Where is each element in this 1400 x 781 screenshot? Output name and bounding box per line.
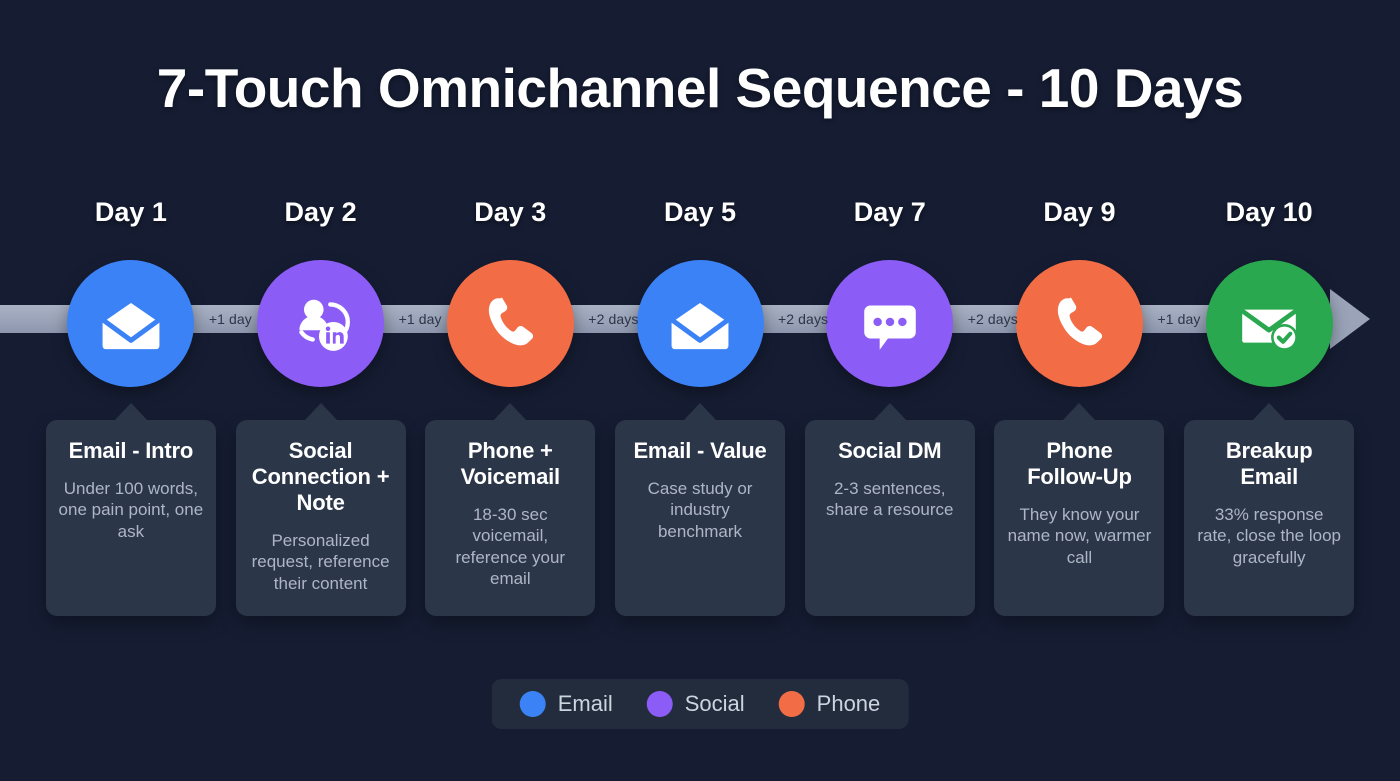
- email-send-icon: [665, 289, 735, 359]
- legend-color-dot: [646, 691, 673, 717]
- legend-color-dot: [519, 691, 546, 717]
- step-node-phone[interactable]: [446, 260, 574, 387]
- chat-bubble-dots-icon: [857, 291, 923, 357]
- legend-item-email[interactable]: Email: [519, 691, 613, 717]
- day-label: Day 3: [474, 197, 547, 227]
- step-node-linkedin-connection[interactable]: [257, 260, 385, 387]
- legend-item-phone[interactable]: Phone: [778, 691, 881, 717]
- card-description: 33% response rate, close the loop gracef…: [1197, 504, 1341, 567]
- legend-color-dot: [778, 691, 805, 717]
- card-title: Phone + Voicemail: [460, 438, 560, 489]
- step-node-email-check[interactable]: [1205, 260, 1333, 387]
- legend-item-social[interactable]: Social: [646, 691, 745, 717]
- step-node-email-send[interactable]: [67, 260, 195, 387]
- card-pointer: [1062, 403, 1097, 421]
- card-pointer: [113, 403, 148, 421]
- card-title: Phone Follow-Up: [1027, 438, 1132, 489]
- day-label: Day 9: [1043, 197, 1116, 227]
- gap-label: +2 days: [967, 311, 1018, 327]
- step-node-phone[interactable]: [1015, 260, 1143, 387]
- card-title: Social DM: [838, 438, 942, 463]
- card-description: They know your name now, warmer call: [1007, 504, 1152, 567]
- card-pointer: [683, 403, 718, 421]
- legend-label: Email: [557, 691, 613, 716]
- timeline-step-7[interactable]: Day 10 Breakup Email 33% response rate, cl…: [1174, 196, 1364, 626]
- step-node-chat-bubble-dots[interactable]: [826, 260, 954, 387]
- email-check-icon: [1236, 291, 1302, 357]
- legend: Email Social Phone: [491, 679, 909, 729]
- linkedin-connection-icon: [288, 291, 354, 357]
- card-pointer: [1252, 403, 1287, 421]
- card-description: 2-3 sentences, share a resource: [825, 478, 954, 520]
- card-description: Personalized request, reference their co…: [251, 530, 390, 593]
- gap-label: +1 day: [1157, 311, 1201, 327]
- card-description: Under 100 words, one pain point, one ask: [58, 478, 204, 541]
- card-title: Email - Value: [633, 438, 767, 463]
- day-label: Day 1: [94, 197, 167, 227]
- phone-icon: [1046, 291, 1112, 357]
- day-label: Day 2: [284, 197, 357, 227]
- card-pointer: [872, 403, 907, 421]
- phone-icon: [477, 291, 543, 357]
- timeline-arrow-icon: [1330, 289, 1370, 349]
- card-title: Email - Intro: [68, 438, 194, 463]
- gap-label: +2 days: [588, 311, 639, 327]
- day-label: Day 7: [853, 197, 926, 227]
- legend-label: Phone: [816, 691, 881, 716]
- email-send-icon: [96, 289, 166, 359]
- step-card[interactable]: Social DM 2-3 sentences, share a resource: [804, 403, 975, 616]
- day-label: Day 10: [1225, 197, 1313, 227]
- card-pointer: [493, 403, 528, 421]
- card-description: 18-30 sec voicemail, reference your emai…: [455, 504, 566, 589]
- step-node-email-send[interactable]: [636, 260, 764, 387]
- day-label: Day 5: [663, 197, 737, 227]
- gap-label: +1 day: [398, 311, 442, 327]
- card-description: Case study or industry benchmark: [647, 478, 753, 541]
- gap-label: +1 day: [208, 311, 252, 327]
- step-card[interactable]: Breakup Email 33% response rate, close th…: [1184, 403, 1355, 616]
- step-card[interactable]: Phone + Voicemail 18-30 sec voicemail, re…: [425, 403, 596, 616]
- card-pointer: [303, 403, 338, 421]
- card-title: Breakup Email: [1225, 438, 1313, 489]
- page-title: 7-Touch Omnichannel Sequence - 10 Days: [156, 57, 1244, 119]
- legend-label: Social: [684, 691, 745, 716]
- gap-label: +2 days: [778, 311, 829, 327]
- card-title: Social Connection + Note: [251, 438, 390, 515]
